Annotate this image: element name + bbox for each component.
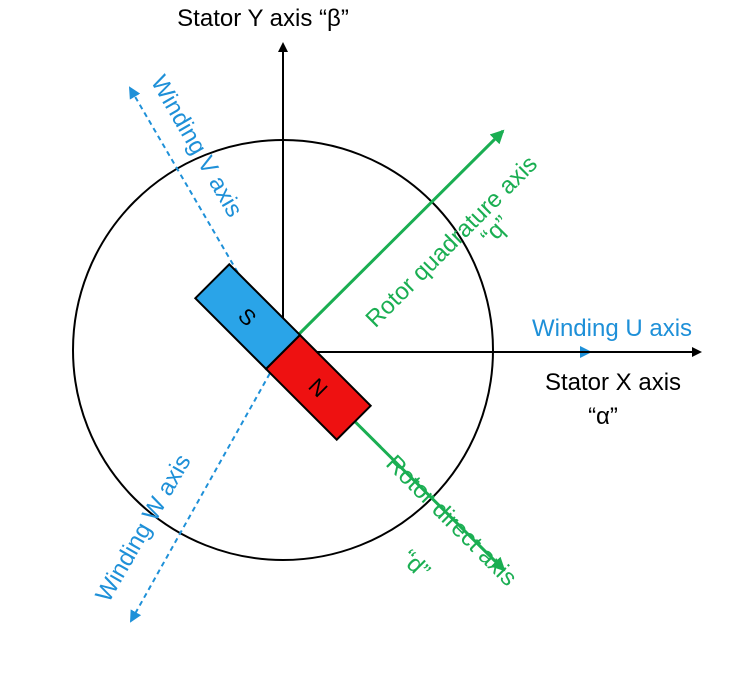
winding-w-axis	[130, 349, 284, 623]
winding-v-axis	[128, 86, 284, 351]
rotor-quadrature-axis	[281, 129, 505, 352]
rotor-quadrature-label: Rotor quadrature axis	[361, 151, 543, 333]
winding-w-label: Winding W axis	[90, 450, 196, 607]
stator-x-label: Stator X axis	[545, 369, 681, 396]
stator-x-symbol: “α”	[588, 403, 618, 430]
rotor-magnet: S N	[193, 262, 373, 442]
stator-y-label: Stator Y axis “β”	[177, 5, 349, 32]
winding-u-label: Winding U axis	[532, 315, 692, 342]
rotor-direct-symbol: “d”	[395, 545, 435, 585]
north-pole	[264, 333, 373, 442]
rotor-direct-label: Rotor direct axis	[380, 450, 522, 592]
